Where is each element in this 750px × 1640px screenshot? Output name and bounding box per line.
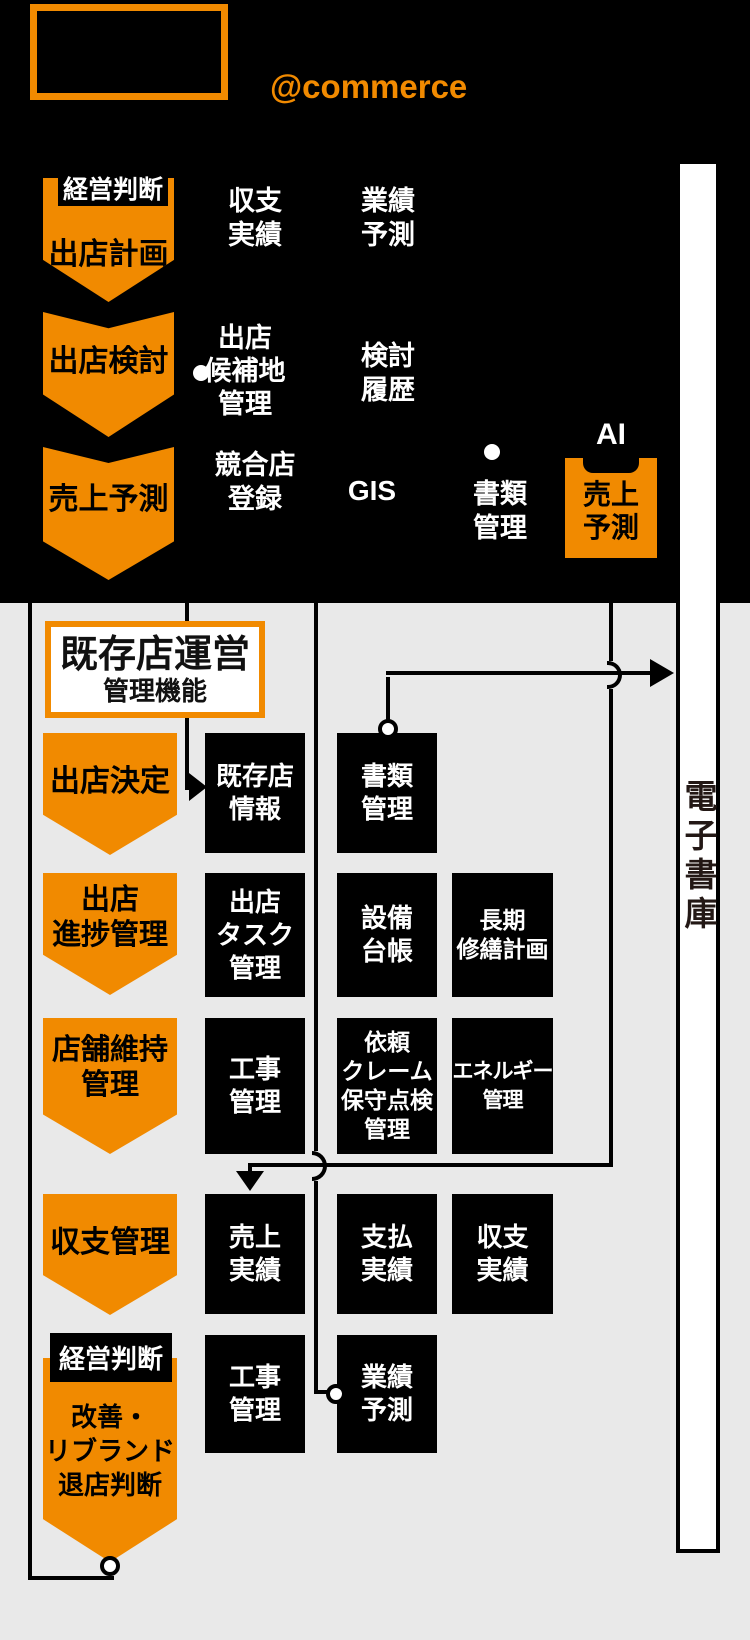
connector-dot-loopback bbox=[100, 1556, 120, 1576]
stage-label: 出店検討 bbox=[48, 344, 169, 378]
denshi-shoko-label: 電子書庫 bbox=[680, 778, 717, 935]
arrowhead-down bbox=[236, 1171, 264, 1191]
kisonten-unei-card: 既存店運営 管理機能 bbox=[45, 621, 265, 718]
stage-label: 売上予測 bbox=[48, 482, 169, 516]
item-gis: GIS bbox=[347, 475, 397, 506]
bullet-icon bbox=[484, 444, 500, 460]
feature-box-shushi-jisseki: 収支 実績 bbox=[452, 1194, 553, 1314]
stage-label: 出店 進捗管理 bbox=[51, 884, 168, 951]
ai-line-stub bbox=[248, 1163, 252, 1173]
loopback-line-horizontal bbox=[28, 1576, 114, 1580]
item-kyogoten-toroku: 競合店 登録 bbox=[214, 450, 296, 514]
shorui-line-horizontal bbox=[386, 671, 650, 675]
section-title: 既存店運営 bbox=[59, 633, 250, 676]
item-shushi-jisseki: 収支 実績 bbox=[228, 186, 282, 250]
feature-box-koji-kanri: 工事 管理 bbox=[205, 1018, 305, 1154]
section-subtitle: 管理機能 bbox=[102, 675, 207, 706]
connector-dot-gyoseki bbox=[326, 1384, 346, 1404]
feature-box-choki-shuzen: 長期 修繕計画 bbox=[452, 873, 553, 997]
ai-line-b bbox=[609, 689, 613, 1163]
keiei-handan-tag-top: 経営判断 bbox=[58, 170, 168, 206]
feature-box-shorui-kanri: 書類 管理 bbox=[337, 733, 437, 853]
feature-box-shiharai-jisseki: 支払 実績 bbox=[337, 1194, 437, 1314]
arrowhead-right bbox=[189, 773, 207, 801]
loopback-line-vertical bbox=[28, 603, 32, 1580]
keiei-handan-tag-bottom: 経営判断 bbox=[50, 1333, 172, 1382]
ai-uriage-yosoku-box: 売上 予測 bbox=[565, 458, 657, 558]
line-to-gyoseki-a bbox=[314, 603, 318, 1151]
line-to-gyoseki-b bbox=[314, 1181, 318, 1392]
line-to-gyoseki-h bbox=[314, 1390, 330, 1394]
stage-shutten-kettei: 出店決定 bbox=[43, 733, 177, 855]
stage-label: 改善・ リブランド 退店判断 bbox=[44, 1402, 175, 1500]
feature-box-koji-kanri-2: 工事 管理 bbox=[205, 1335, 305, 1453]
item-gyoseki-yosoku-top: 業績 予測 bbox=[361, 186, 415, 250]
tag-label: 経営判断 bbox=[58, 1344, 163, 1374]
line-hop bbox=[607, 661, 622, 689]
item-kento-rireki: 検討 履歴 bbox=[361, 341, 415, 405]
ai-line-a bbox=[609, 558, 613, 661]
feature-box-task-kanri: 出店 タスク 管理 bbox=[205, 873, 305, 997]
connector-dot-shorui bbox=[378, 719, 398, 739]
shorui-line-vertical bbox=[386, 677, 390, 721]
stage-tenpo-iji: 店舗維持 管理 bbox=[43, 1018, 177, 1154]
feature-box-kisonten-joho: 既存店 情報 bbox=[205, 733, 305, 853]
tag-label: 経営判断 bbox=[62, 176, 163, 204]
item-shorui-kanri-top: 書類 管理 bbox=[473, 479, 527, 543]
feature-box-energy-kanri: エネルギー 管理 bbox=[452, 1018, 554, 1154]
ai-box-label: 売上 予測 bbox=[582, 479, 639, 543]
feature-box-uriage-jisseki: 売上 実績 bbox=[205, 1194, 305, 1314]
feature-box-gyoseki-yosoku: 業績 予測 bbox=[337, 1335, 437, 1453]
stage-label: 店舗維持 管理 bbox=[51, 1034, 168, 1101]
ai-tag: AI bbox=[596, 418, 626, 451]
brand-text: @commerce bbox=[270, 68, 468, 105]
stage-shushi-kanri: 収支管理 bbox=[43, 1194, 177, 1315]
line-hop bbox=[312, 1151, 327, 1181]
arrowhead-right bbox=[650, 659, 674, 687]
stage-label: 出店決定 bbox=[50, 765, 170, 798]
stage-label: 収支管理 bbox=[50, 1225, 170, 1259]
denshi-shoko-bar: 電子書庫 bbox=[676, 160, 720, 1553]
bullet-icon bbox=[193, 365, 209, 381]
stage-shinchoku-kanri: 出店 進捗管理 bbox=[43, 873, 177, 995]
item-kouhochi-kanri: 出店 候補地 管理 bbox=[204, 323, 286, 419]
notch-decoration bbox=[583, 458, 639, 473]
logo-frame bbox=[30, 4, 228, 100]
ai-line-horizontal bbox=[250, 1163, 613, 1167]
feature-box-setsubi-daicho: 設備 台帳 bbox=[337, 873, 437, 997]
stage-kaizen-rebrand: 改善・ リブランド 退店判断 bbox=[43, 1358, 177, 1562]
feature-box-hoshu-tenken: 依頼 クレーム 保守点検 管理 bbox=[337, 1018, 437, 1154]
stage-label: 出店計画 bbox=[48, 238, 169, 271]
